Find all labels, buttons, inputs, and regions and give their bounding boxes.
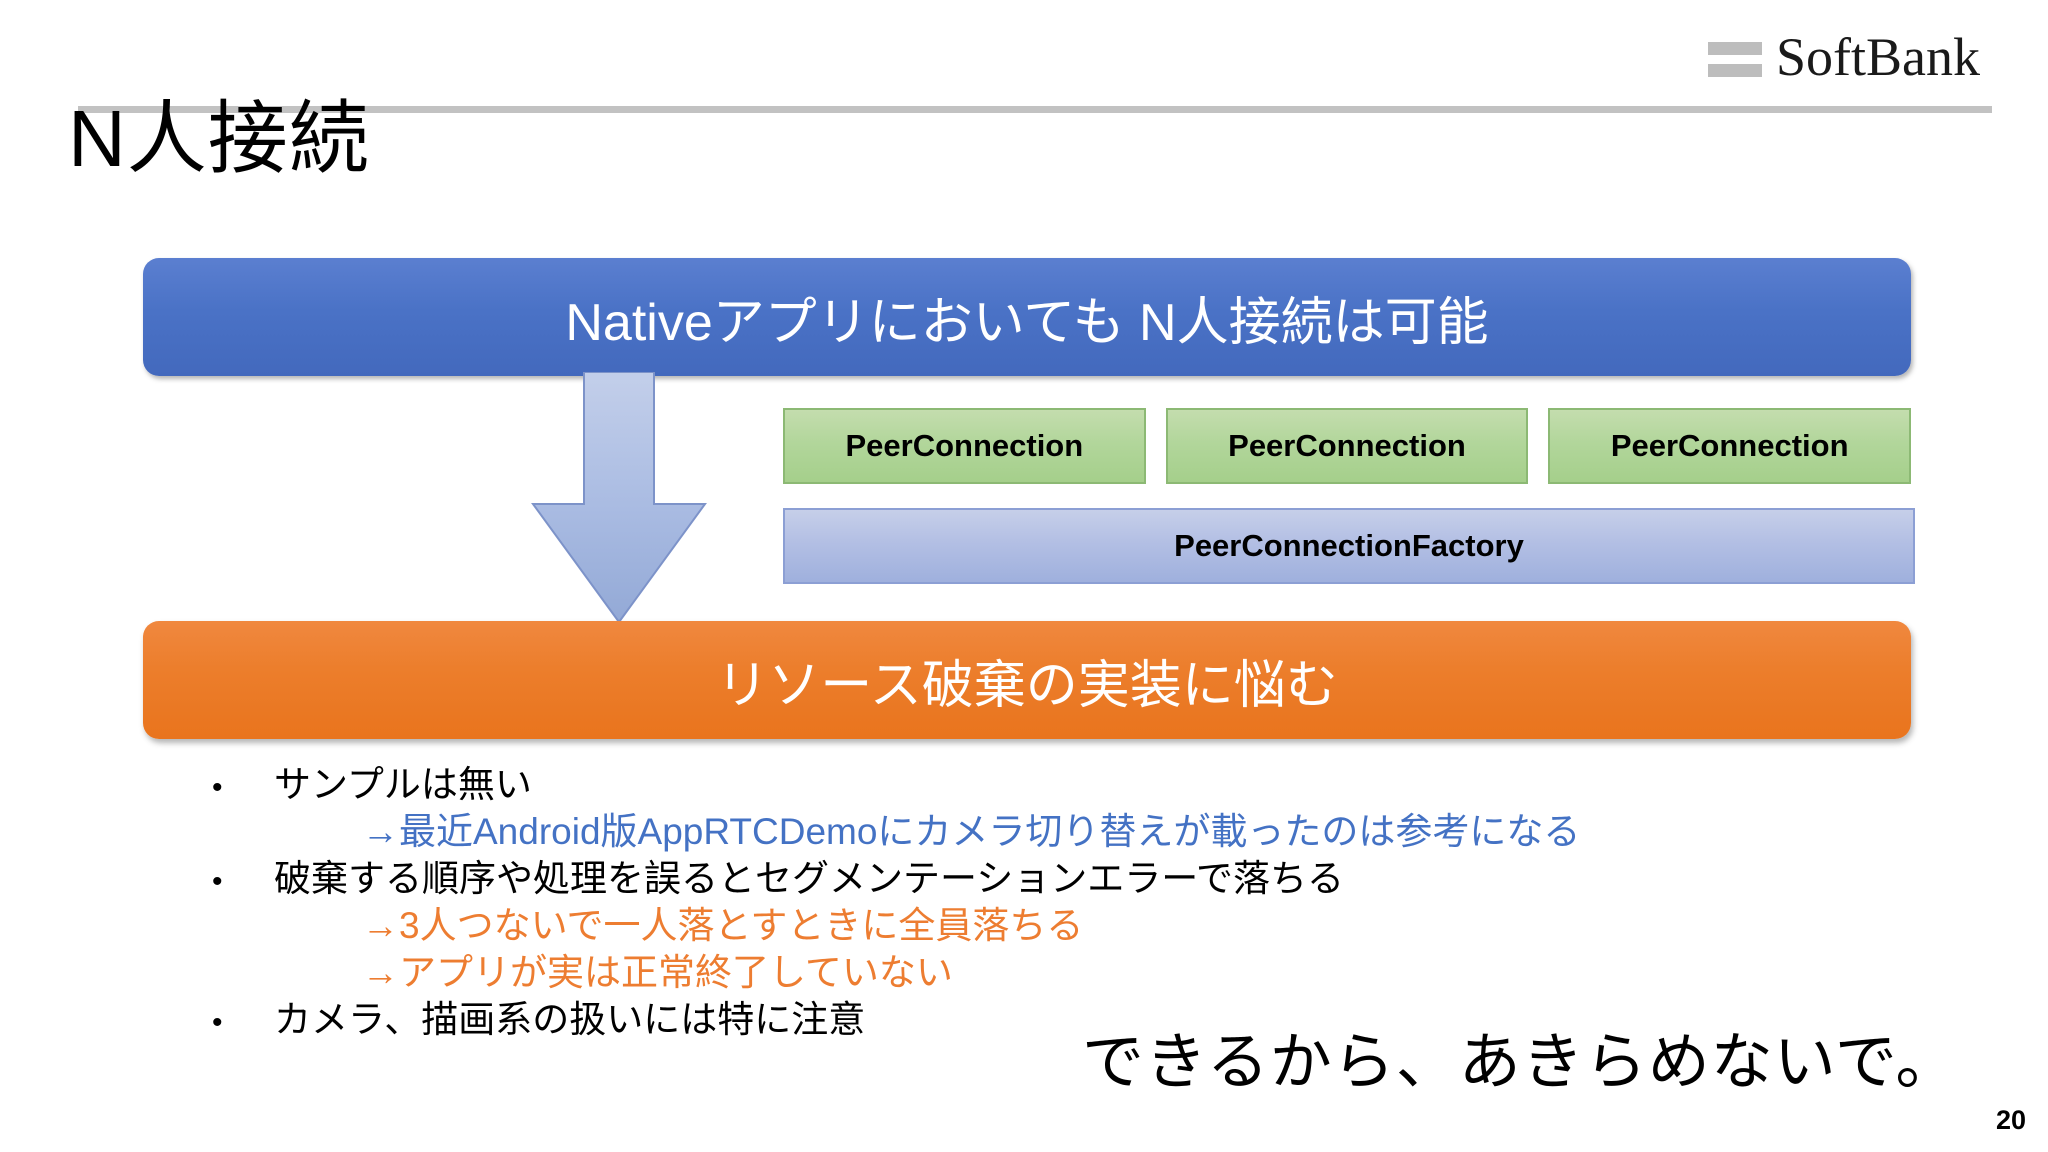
bullet-text: サンプルは無い xyxy=(274,764,532,805)
banner-top-label: Nativeアプリにおいても N人接続は可能 xyxy=(565,293,1489,352)
banner-top: Nativeアプリにおいても N人接続は可能 xyxy=(143,258,1911,376)
bullet-list: • サンプルは無い →最近Android版AppRTCDemoにカメラ切り替えが… xyxy=(212,762,1712,1044)
page-title: N人接続 xyxy=(68,94,370,183)
banner-bottom-label: リソース破棄の実装に悩む xyxy=(716,656,1338,715)
bullet-marker: • xyxy=(212,771,223,804)
logo-bar-top xyxy=(1707,41,1762,55)
list-item: • サンプルは無い xyxy=(212,762,1712,809)
bullet-text: 破棄する順序や処理を誤るとセグメンテーションエラーで落ちる xyxy=(274,857,1345,899)
softbank-bars-icon xyxy=(1707,38,1762,77)
softbank-logo: SoftBank xyxy=(1707,27,1980,87)
logo-bar-bottom xyxy=(1707,63,1762,77)
page-number: 20 xyxy=(1995,1105,2026,1135)
peer-connection-box-2: PeerConnection xyxy=(1165,408,1529,484)
peer-connection-box-1: PeerConnection xyxy=(783,408,1146,484)
header-divider xyxy=(78,106,1992,113)
peer-connection-factory-box: PeerConnectionFactory xyxy=(783,508,1915,584)
peer-connection-label-2: PeerConnection xyxy=(1228,428,1466,463)
bullet-marker: • xyxy=(212,1005,223,1039)
sub-line: →アプリが実は正常終了していない xyxy=(362,951,953,993)
banner-bottom: リソース破棄の実装に悩む xyxy=(143,621,1911,739)
bullet-text: カメラ、描画系の扱いには特に注意 xyxy=(274,998,866,1040)
peer-connection-box-3: PeerConnection xyxy=(1548,408,1912,484)
list-item: • カメラ、描画系の扱いには特に注意 xyxy=(212,997,1712,1044)
peer-connection-label-1: PeerConnection xyxy=(845,428,1084,463)
peer-connection-factory-label: PeerConnectionFactory xyxy=(1174,528,1524,563)
list-item: • 破棄する順序や処理を誤るとセグメンテーションエラーで落ちる xyxy=(212,856,1712,903)
brand-name: SoftBank xyxy=(1775,27,1980,87)
peer-connection-label-3: PeerConnection xyxy=(1610,428,1849,463)
peer-connection-row: PeerConnection PeerConnection PeerConnec… xyxy=(783,408,1912,484)
bullet-marker: • xyxy=(212,864,223,898)
sub-line: →3人つないで一人落とすときに全員落ちる xyxy=(362,904,1084,946)
arrow-down-icon xyxy=(524,371,714,626)
sub-line: →最近Android版AppRTCDemoにカメラ切り替えが載ったのは参考になる xyxy=(362,810,1581,852)
closing-message: できるから、あきらめないで。 xyxy=(1082,1028,1959,1097)
